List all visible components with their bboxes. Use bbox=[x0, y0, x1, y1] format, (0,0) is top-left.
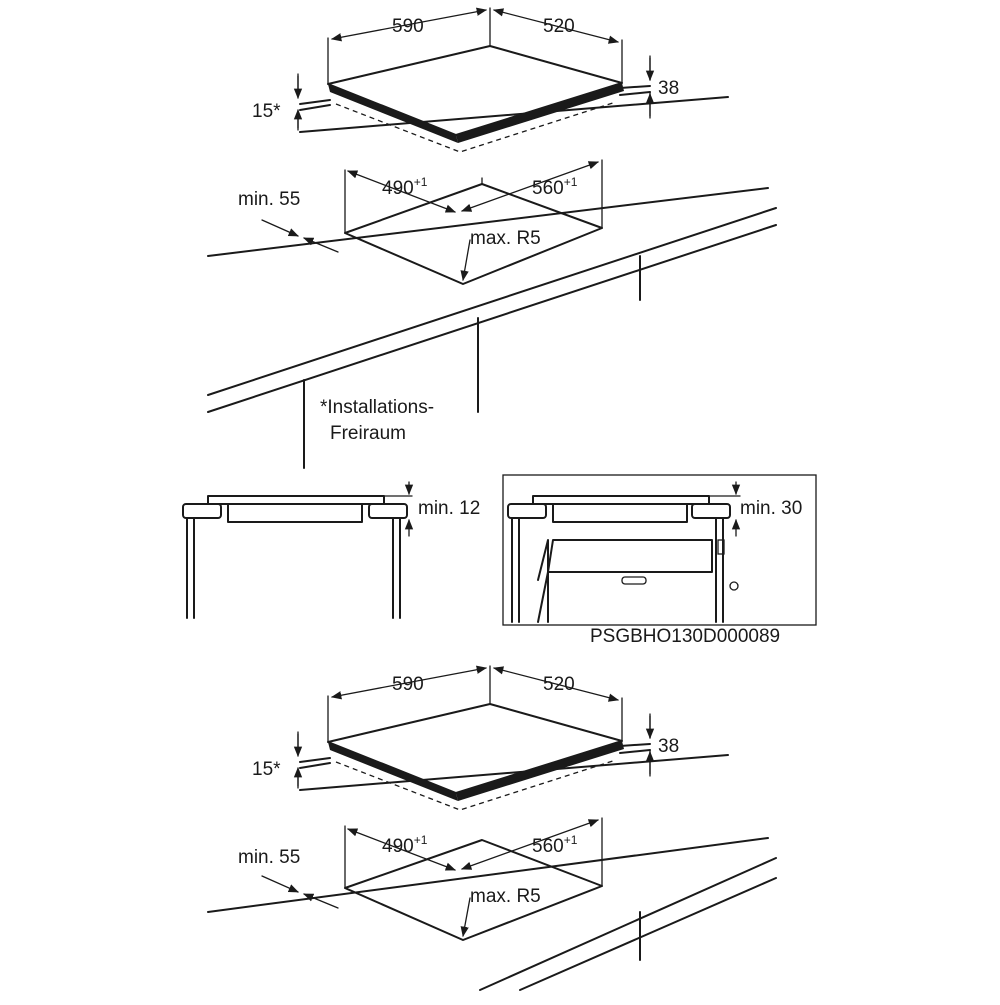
cutout-width-tolerance: +1 bbox=[414, 833, 428, 847]
cutout-depth-tolerance: +1 bbox=[564, 833, 578, 847]
clearance-label: 15* bbox=[252, 759, 281, 780]
cutout-width-label: 490+1 bbox=[382, 175, 428, 199]
dimension-arrows-top bbox=[293, 7, 655, 129]
footnote-line-2: Freiraum bbox=[330, 423, 406, 444]
dimension-arrow-icon bbox=[303, 237, 339, 253]
hob-depth-label: 520 bbox=[543, 16, 575, 37]
side-view-right: min. 30 bbox=[502, 474, 817, 626]
dimension-arrow-icon bbox=[261, 875, 299, 893]
cutout-depth-value: 560 bbox=[532, 178, 564, 199]
min-front-label: min. 55 bbox=[238, 189, 300, 210]
clearance-label: 15* bbox=[252, 101, 281, 122]
dimension-arrow-icon bbox=[460, 897, 471, 938]
cutout-arrows-bottom bbox=[261, 819, 599, 938]
worktop-cutout-bottom bbox=[207, 817, 777, 991]
assembly-top: 590 520 38 15* min. 55 490+1 560+1 max. bbox=[207, 7, 777, 469]
dimension-arrow-icon bbox=[461, 819, 599, 870]
dimension-arrow-icon bbox=[347, 170, 456, 213]
dimension-arrow-icon bbox=[330, 665, 488, 700]
cutout-depth-label: 560+1 bbox=[532, 833, 578, 857]
hob-height-label: 38 bbox=[658, 78, 679, 99]
min-12-label: min. 12 bbox=[418, 498, 480, 519]
corner-radius-label: max. R5 bbox=[470, 228, 541, 249]
cutout-depth-tolerance: +1 bbox=[564, 175, 578, 189]
oven-knob-icon bbox=[729, 581, 739, 591]
dimension-arrow-icon bbox=[330, 7, 488, 42]
cutout-width-value: 490 bbox=[382, 178, 414, 199]
hob-drawing-bottom bbox=[297, 665, 729, 811]
cutout-width-value: 490 bbox=[382, 836, 414, 857]
corner-radius-label: max. R5 bbox=[470, 886, 541, 907]
side-view-frame bbox=[502, 474, 817, 626]
cutout-depth-label: 560+1 bbox=[532, 175, 578, 199]
dimension-arrows-bottom bbox=[293, 665, 655, 787]
min-front-label: min. 55 bbox=[238, 847, 300, 868]
dimension-arrow-icon bbox=[492, 666, 620, 702]
cutout-depth-value: 560 bbox=[532, 836, 564, 857]
cutout-width-label: 490+1 bbox=[382, 833, 428, 857]
side-view-left: min. 12 bbox=[182, 481, 480, 619]
hob-height-label: 38 bbox=[658, 736, 679, 757]
footnote-line-1: *Installations- bbox=[320, 397, 434, 418]
hob-depth-label: 520 bbox=[543, 674, 575, 695]
min-30-label: min. 30 bbox=[740, 498, 802, 519]
document-code: PSGBHO130D000089 bbox=[590, 626, 780, 647]
dimension-arrow-icon bbox=[461, 161, 599, 212]
cutout-arrows-top bbox=[261, 161, 599, 282]
cutout-width-tolerance: +1 bbox=[414, 175, 428, 189]
hob-width-label: 590 bbox=[392, 16, 424, 37]
dimension-arrow-icon bbox=[261, 219, 299, 237]
assembly-bottom: 590 520 38 15* min. 55 490+1 560+1 max. … bbox=[207, 665, 777, 991]
hob-width-label: 590 bbox=[392, 674, 424, 695]
dimension-arrow-icon bbox=[303, 893, 339, 909]
dimension-arrow-icon bbox=[347, 828, 456, 871]
dimension-arrow-icon bbox=[460, 239, 471, 282]
oven-handle-icon bbox=[621, 576, 647, 585]
dimension-arrow-icon bbox=[492, 8, 620, 44]
